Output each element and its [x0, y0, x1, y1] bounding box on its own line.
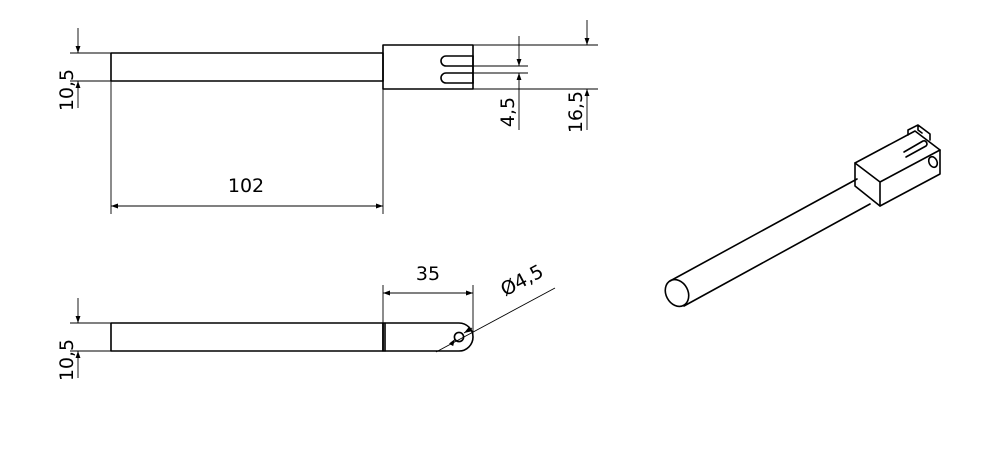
- bottom-hole: [453, 331, 465, 343]
- top-length-label: 102: [228, 175, 264, 197]
- top-rod: [110, 52, 384, 82]
- bottom-head-length-label: 35: [416, 263, 440, 285]
- bottom-rod-height-dimension: 10,5: [56, 298, 111, 381]
- iso-hole: [927, 155, 939, 169]
- top-rod-height-label: 10,5: [56, 69, 78, 111]
- bottom-head-length-dimension: 35: [382, 263, 474, 337]
- bottom-head: [382, 322, 474, 352]
- iso-rod-end: [664, 278, 690, 308]
- bottom-view: Ø4,5 10,5 35: [56, 260, 556, 381]
- top-length-dimension: 102: [110, 81, 384, 214]
- top-slot: [440, 55, 474, 84]
- top-head-height-dimension: 16,5: [473, 20, 598, 133]
- bottom-hole-label: Ø4,5: [497, 260, 547, 301]
- top-slot-dimension: 4,5: [473, 36, 528, 130]
- bottom-rod-height-label: 10,5: [56, 339, 78, 381]
- iso-rod: [669, 178, 871, 307]
- iso-head: [854, 130, 941, 207]
- top-rod-height-dimension: 10,5: [56, 28, 111, 111]
- iso-fork: [907, 124, 931, 141]
- top-head-height-label: 16,5: [565, 91, 587, 133]
- top-view: 10,5 102 4,5 16,5: [56, 20, 598, 214]
- isometric-view: [664, 124, 941, 308]
- top-slot-label: 4,5: [497, 97, 519, 127]
- bottom-rod: [110, 322, 384, 352]
